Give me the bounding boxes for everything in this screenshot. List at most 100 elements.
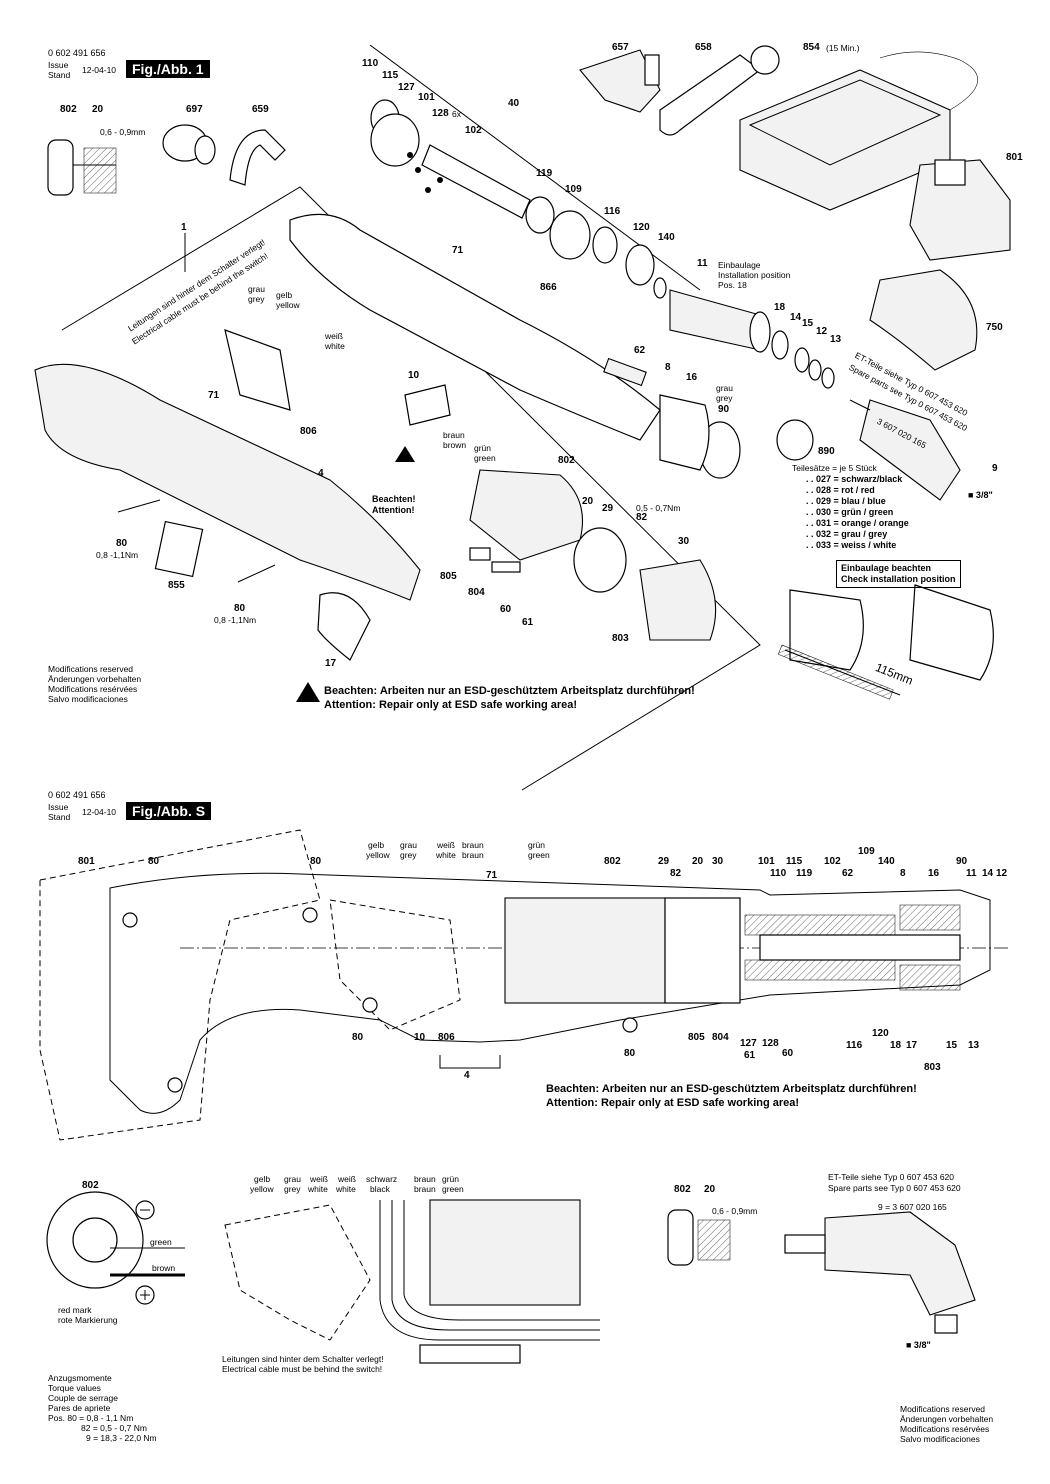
part-12 bbox=[821, 367, 835, 389]
pn-697: 697 bbox=[186, 104, 203, 115]
w-yellow-de: gelb bbox=[254, 1174, 271, 1184]
s-switch-note-de: Leitungen sind hinter dem Schalter verle… bbox=[222, 1354, 384, 1364]
s-mod-3: Modifications resérvées bbox=[900, 1424, 990, 1434]
part-805 bbox=[469, 547, 491, 561]
pn-71b: 71 bbox=[208, 390, 220, 401]
section-housing-outline bbox=[109, 872, 991, 1114]
set-032: . . 032 = grau / grey bbox=[806, 529, 888, 539]
s-pn-110: 110 bbox=[770, 868, 787, 879]
s-wire-grey-de: grau bbox=[400, 840, 418, 850]
section-spindle-top bbox=[744, 914, 896, 936]
check-box-de: Einbaulage beachten bbox=[841, 563, 932, 573]
pn-866: 866 bbox=[540, 282, 557, 293]
s-pn-116: 116 bbox=[846, 1040, 863, 1051]
modifications-bottom: Modifications reserved Änderungen vorbeh… bbox=[900, 1404, 993, 1444]
s-pn-120: 120 bbox=[872, 1028, 889, 1039]
s-pn-80b: 80 bbox=[310, 856, 322, 867]
s-wire-grey-en: grey bbox=[400, 850, 417, 860]
pn-15: 15 bbox=[802, 318, 814, 329]
w-grey-de: grau bbox=[284, 1174, 302, 1184]
wiring-switch bbox=[224, 1204, 371, 1341]
s-pn-82: 82 bbox=[670, 868, 682, 879]
s-pn-127: 127 bbox=[740, 1038, 757, 1049]
s-pn-13: 13 bbox=[968, 1040, 980, 1051]
pn-11: 11 bbox=[697, 258, 708, 269]
s-pn-29: 29 bbox=[658, 856, 670, 867]
check-installation-box: Einbaulage beachten Check installation p… bbox=[836, 560, 961, 588]
part-14-spring bbox=[794, 347, 810, 373]
section-switch bbox=[329, 899, 461, 1031]
w-yellow-en: yellow bbox=[250, 1184, 274, 1194]
check-box-en: Check installation position bbox=[841, 574, 956, 584]
s-pn-806: 806 bbox=[438, 1032, 455, 1043]
s-pn-12: 12 bbox=[996, 868, 1008, 879]
wire-yellow-en: yellow bbox=[276, 300, 300, 310]
s-pn-119: 119 bbox=[796, 868, 813, 879]
s-pn-10: 10 bbox=[414, 1032, 426, 1043]
install-detail-a bbox=[789, 589, 864, 671]
stand-label-s: Stand bbox=[48, 812, 71, 822]
issue-date: 12-04-10 bbox=[82, 65, 117, 75]
part-16-nose bbox=[659, 394, 710, 471]
pn-802: 802 bbox=[558, 455, 575, 466]
pn-102: 102 bbox=[465, 125, 482, 136]
pn-8: 8 bbox=[665, 362, 671, 373]
w-grey-en: grey bbox=[284, 1184, 301, 1194]
esd-warning-en: Attention: Repair only at ESD safe worki… bbox=[324, 699, 578, 711]
wire-white-en: white bbox=[325, 341, 345, 351]
s-mod-1: Modifications reserved bbox=[900, 1404, 986, 1414]
s-esd-warning-de: Beachten: Arbeiten nur an ESD-geschützte… bbox=[546, 1083, 917, 1095]
pn-658: 658 bbox=[695, 42, 712, 53]
pn-60: 60 bbox=[500, 604, 512, 615]
s-pn-804: 804 bbox=[712, 1032, 729, 1043]
pn-750: 750 bbox=[986, 322, 1003, 333]
part-9-angle-drive bbox=[859, 399, 961, 501]
s-wire-yellow-de: gelb bbox=[368, 840, 385, 850]
battery-phantom-outline bbox=[39, 829, 321, 1141]
pn-29: 29 bbox=[602, 503, 614, 514]
pn-62: 62 bbox=[634, 345, 646, 356]
torque-title-fr: Couple de serrage bbox=[48, 1393, 118, 1403]
pn-115: 115 bbox=[382, 70, 399, 81]
part-120-gear bbox=[625, 244, 655, 286]
wire-brown-en: brown bbox=[443, 440, 467, 450]
pn-802-detail: 802 bbox=[60, 104, 77, 115]
section-spindle-bottom bbox=[744, 959, 896, 981]
s-pn-17: 17 bbox=[906, 1040, 918, 1051]
s-part-9: 9 = 3 607 020 165 bbox=[878, 1202, 947, 1212]
pn-18: 18 bbox=[774, 302, 786, 313]
s-spare-en: Spare parts see Typ 0 607 453 620 bbox=[828, 1183, 961, 1193]
torque-82: 82 = 0,5 - 0,7 Nm bbox=[81, 1423, 147, 1433]
part-890-ring bbox=[776, 419, 814, 461]
s-square-drive: ■ 3/8" bbox=[906, 1340, 931, 1350]
figure-label: Fig./Abb. 1 bbox=[126, 60, 210, 78]
pn-14: 14 bbox=[790, 312, 802, 323]
label-gap-detail: 0,6 - 0,9mm bbox=[100, 127, 146, 137]
pn-16: 16 bbox=[686, 372, 698, 383]
s-pn-80d: 80 bbox=[624, 1048, 636, 1059]
pn-9: 9 bbox=[992, 463, 998, 474]
pn-657: 657 bbox=[612, 42, 629, 53]
s-pn-128: 128 bbox=[762, 1038, 779, 1049]
s-detail-802b: 802 bbox=[674, 1184, 691, 1195]
pn-30: 30 bbox=[678, 536, 690, 547]
part-802-motor bbox=[469, 469, 584, 561]
pn-61: 61 bbox=[522, 617, 534, 628]
part-109-spring bbox=[549, 210, 591, 260]
part-658-wrench bbox=[659, 54, 761, 136]
detail-20 bbox=[697, 1219, 731, 1261]
part-20-detail bbox=[83, 147, 117, 194]
part-116-ring bbox=[592, 226, 618, 264]
s-pn-4: 4 bbox=[464, 1070, 470, 1081]
mod-2: Änderungen vorbehalten bbox=[48, 674, 142, 684]
part-804 bbox=[491, 561, 521, 573]
s-pn-80: 80 bbox=[148, 856, 160, 867]
torque-80a: 0,8 -1,1Nm bbox=[96, 550, 139, 560]
s-pn-71: 71 bbox=[486, 870, 498, 881]
pn-109: 109 bbox=[565, 184, 582, 195]
s-pn-18: 18 bbox=[890, 1040, 902, 1051]
install-note-pos: Pos. 18 bbox=[718, 280, 747, 290]
part-119-washer bbox=[525, 196, 555, 234]
s-pn-80c: 80 bbox=[352, 1032, 364, 1043]
